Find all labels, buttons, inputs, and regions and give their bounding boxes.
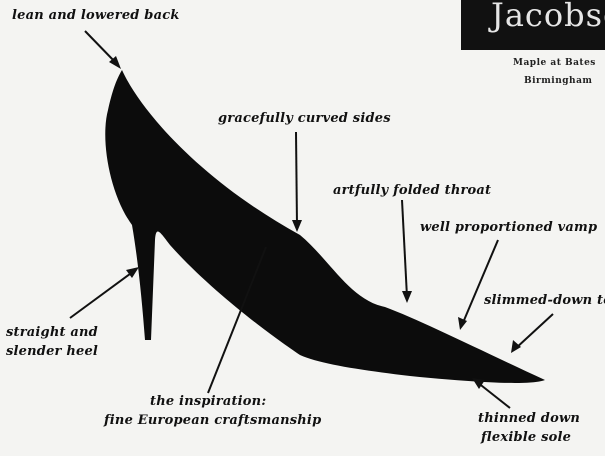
arrowhead-throat (402, 291, 412, 303)
callout-throat: artfully folded throat (333, 183, 491, 198)
arrowhead-toe (511, 340, 521, 353)
callout-heel-line2: slender heel (6, 344, 98, 359)
arrowhead-sides (292, 220, 302, 232)
pointer-sole (477, 382, 510, 408)
pointer-vamp (462, 240, 498, 325)
callout-heel-line1: straight and (6, 325, 98, 340)
callout-sole-line2: flexible sole (481, 430, 571, 445)
callout-vamp: well proportioned vamp (420, 220, 597, 235)
pointer-throat (402, 200, 407, 297)
callout-inspiration-line2: fine European craftsmanship (104, 413, 321, 428)
callout-sole-line1: thinned down (478, 411, 580, 426)
address-city: Birmingham (524, 76, 592, 86)
callout-toe: slimmed-down toe (484, 293, 605, 308)
pointer-back (85, 31, 117, 64)
callout-sides: gracefully curved sides (218, 111, 391, 126)
callout-back: lean and lowered back (12, 8, 180, 23)
pointer-toe (515, 314, 553, 349)
store-logo-text: Jacobson (491, 0, 605, 34)
pointer-heel (70, 271, 134, 318)
callout-inspiration-line1: the inspiration: (150, 394, 266, 409)
store-logo: Jacobson (461, 0, 605, 50)
address-street: Maple at Bates (513, 58, 596, 68)
pointer-sides (296, 132, 297, 226)
arrowhead-vamp (458, 317, 467, 330)
